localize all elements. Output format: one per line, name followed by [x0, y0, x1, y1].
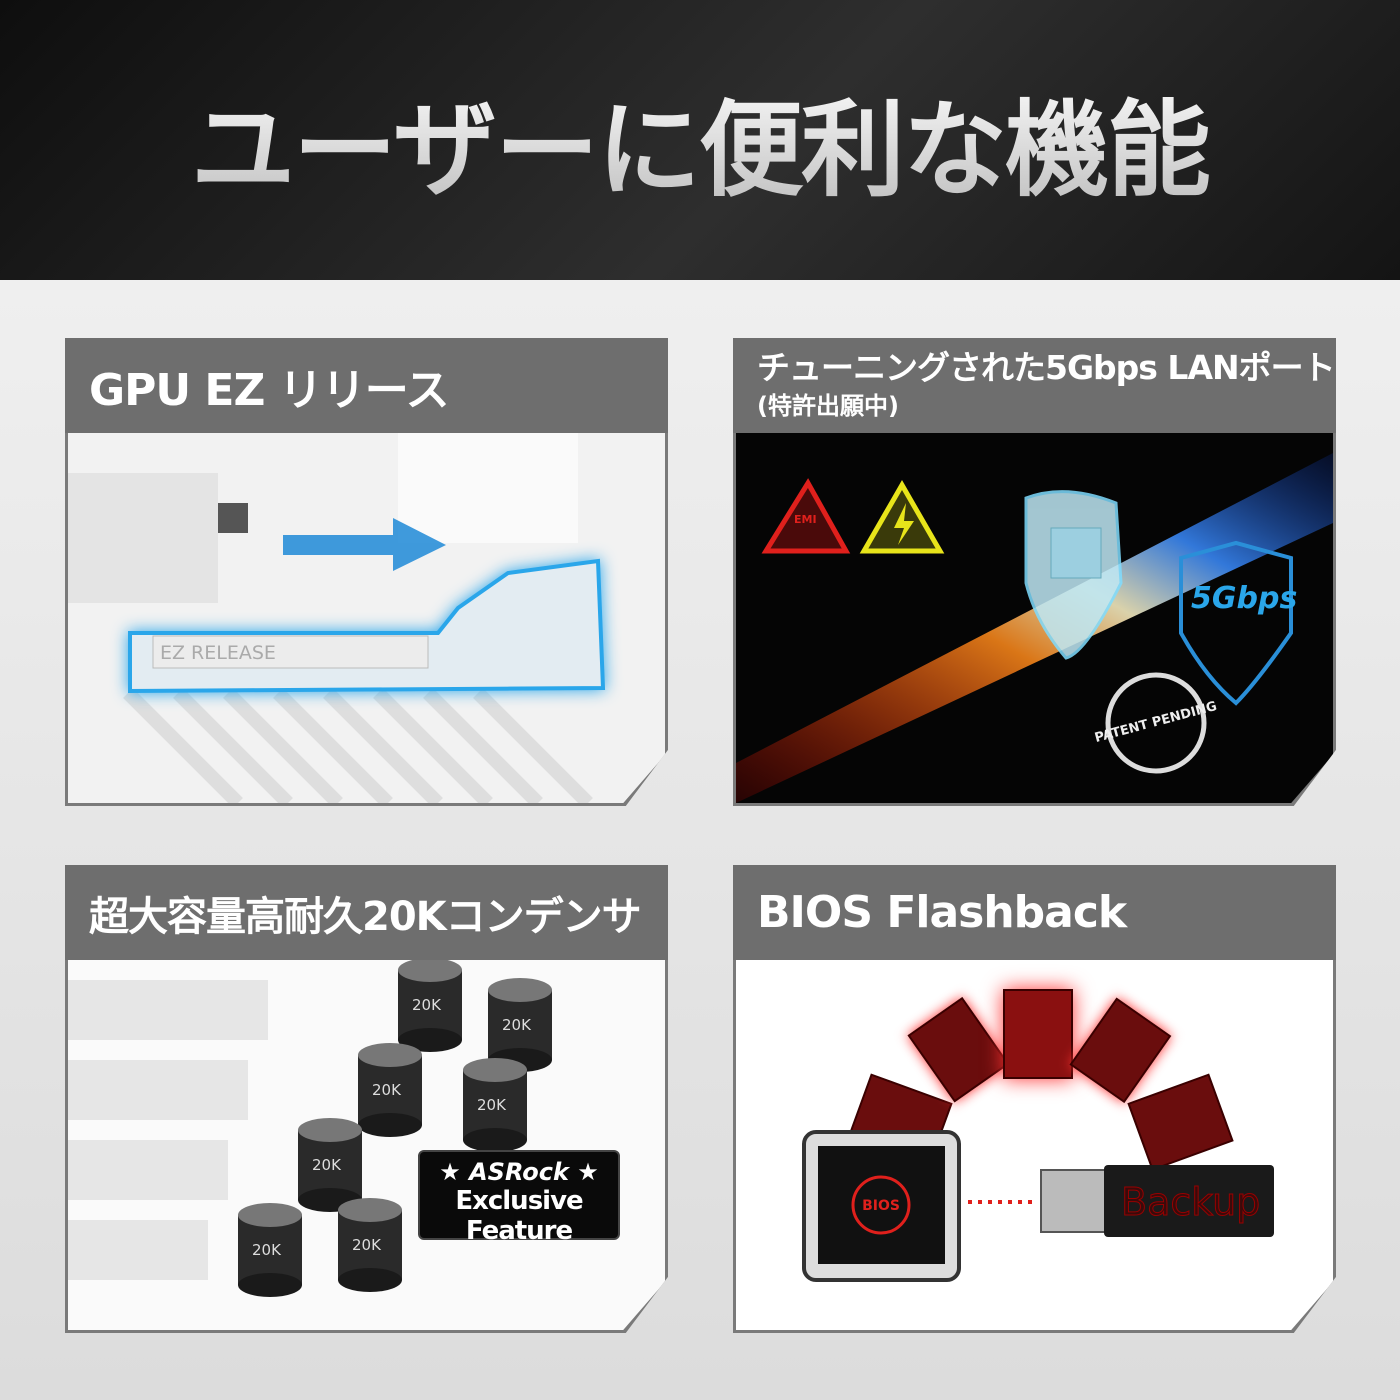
- feature-panel-20k-capacitor: 超大容量高耐久20Kコンデンサ 20K 20K 20K 20K 20K 20K 20K ★ …: [65, 865, 668, 1333]
- feature-panel-bios-flashback: BIOS Flashback BIOS Backup: [733, 865, 1336, 1333]
- capacitor: [463, 1058, 527, 1152]
- panel-header: BIOS Flashback: [733, 865, 1336, 960]
- bios-flashback-illustration: BIOS Backup: [736, 960, 1333, 1330]
- panel-header: GPU EZ リリース: [65, 338, 668, 433]
- panel-title: 超大容量高耐久20Kコンデンサ: [89, 893, 642, 940]
- capacitor-label: 20K: [352, 1236, 382, 1254]
- gpu-release-illustration: EZ RELEASE: [68, 433, 665, 803]
- capacitor: [398, 960, 462, 1052]
- feature-panel-gpu-ez-release: GPU EZ リリース EZ RELEASE: [65, 338, 668, 806]
- ez-release-label: EZ RELEASE: [160, 642, 276, 664]
- panel-title: チューニングされた5Gbps LANポート: [757, 347, 1336, 387]
- capacitor-illustration: 20K 20K 20K 20K 20K 20K 20K ★ ASRock ★ Exclusi…: [68, 960, 665, 1330]
- top-banner: ユーザーに便利な機能: [0, 0, 1400, 280]
- asrock-exclusive-badge: ★ ASRock ★ Exclusive Feature: [418, 1150, 620, 1246]
- capacitor-label: 20K: [252, 1241, 282, 1259]
- asrock-logo: ★ ASRock ★: [439, 1158, 599, 1186]
- capacitor-label: 20K: [502, 1016, 532, 1034]
- capacitor-label: 20K: [412, 996, 442, 1014]
- capacitor: [488, 978, 552, 1072]
- panel-title: BIOS Flashback: [757, 887, 1127, 938]
- panel-header: 超大容量高耐久20Kコンデンサ: [65, 865, 668, 960]
- panel-title: GPU EZ リリース: [89, 364, 450, 416]
- capacitor: [358, 1043, 422, 1137]
- exclusive-feature-text: Exclusive Feature: [455, 1186, 583, 1246]
- feature-panel-lan-port: チューニングされた5Gbps LANポート (特許出願中) EMI 5Gbps …: [733, 338, 1336, 806]
- capacitor-label: 20K: [372, 1081, 402, 1099]
- capacitor-label: 20K: [312, 1156, 342, 1174]
- page-title: ユーザーに便利な機能: [191, 65, 1211, 216]
- usb-backup-label: Backup: [1121, 1180, 1260, 1224]
- bios-label: BIOS: [862, 1198, 900, 1214]
- panel-subtitle: (特許出願中): [757, 392, 899, 421]
- emi-label: EMI: [794, 513, 817, 526]
- capacitor: [338, 1198, 402, 1292]
- panel-header: チューニングされた5Gbps LANポート (特許出願中): [733, 338, 1336, 433]
- capacitor: [238, 1203, 302, 1297]
- 5gbps-badge: 5Gbps: [1191, 581, 1297, 616]
- lan-illustration: EMI 5Gbps PATENT PENDING: [736, 433, 1333, 803]
- capacitor-label: 20K: [477, 1096, 507, 1114]
